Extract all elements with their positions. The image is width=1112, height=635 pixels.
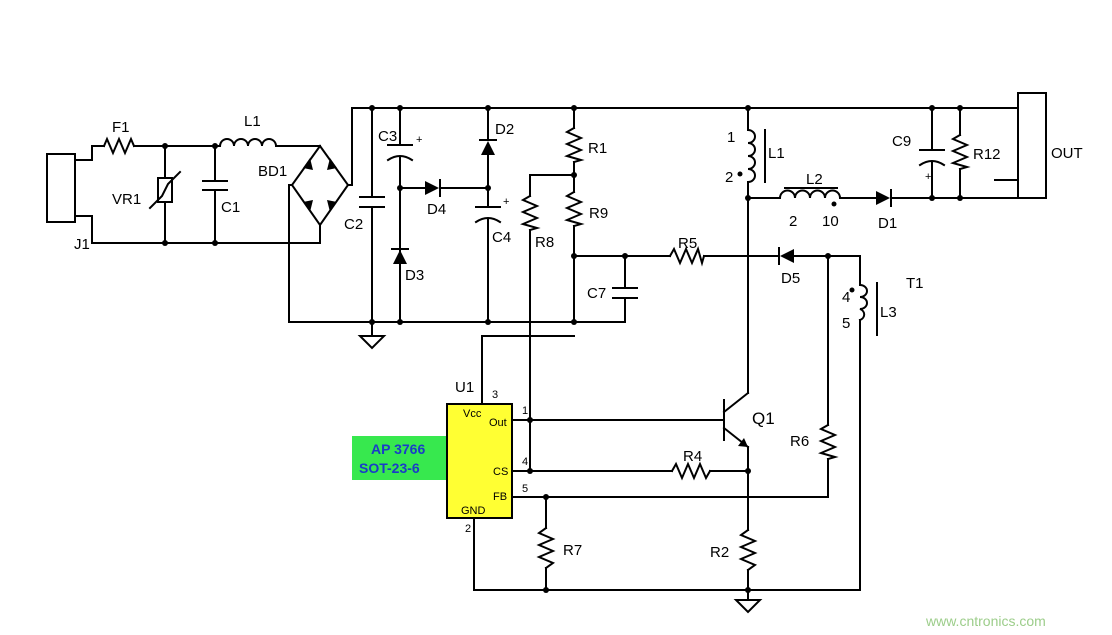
label-r8: R8 xyxy=(535,234,554,251)
label-d1: D1 xyxy=(878,215,897,232)
resistor-r1 xyxy=(564,126,585,164)
label-r1: R1 xyxy=(588,140,607,157)
chip-part-number: AP 3766 xyxy=(371,441,425,457)
chip-package: SOT-23-6 xyxy=(359,460,420,476)
svg-text:3: 3 xyxy=(492,389,498,401)
capacitor-c7 xyxy=(612,287,638,299)
label-q1: Q1 xyxy=(752,409,775,428)
capacitor-c1 xyxy=(202,180,228,191)
svg-text:+: + xyxy=(416,134,422,146)
resistor-r12 xyxy=(950,133,971,171)
label-r5: R5 xyxy=(678,235,697,252)
ic-pin-cs: CS xyxy=(493,466,508,478)
diode-d1 xyxy=(876,189,892,207)
junctions xyxy=(162,105,963,593)
label-t1: T1 xyxy=(906,275,924,292)
label-r7: R7 xyxy=(563,542,582,559)
wires xyxy=(74,92,1047,601)
label-out: OUT xyxy=(1051,145,1083,162)
svg-text:2: 2 xyxy=(725,169,733,186)
svg-text:+: + xyxy=(925,171,931,183)
capacitor-c9: + xyxy=(918,149,946,183)
diode-d5 xyxy=(778,247,794,265)
label-l1-primary: L1 xyxy=(768,145,785,162)
label-c2: C2 xyxy=(344,216,363,233)
resistor-r6 xyxy=(818,423,839,461)
label-r4: R4 xyxy=(683,448,702,465)
transistor-q1 xyxy=(738,438,748,447)
label-c7: C7 xyxy=(587,285,606,302)
transformer-aux-l3 xyxy=(849,282,878,336)
label-vr1: VR1 xyxy=(112,191,141,208)
svg-text:4: 4 xyxy=(522,456,528,468)
svg-text:1: 1 xyxy=(522,405,528,417)
svg-text:1: 1 xyxy=(727,129,735,146)
diode-d2 xyxy=(479,139,497,155)
svg-text:+: + xyxy=(503,196,509,208)
label-l3: L3 xyxy=(880,304,897,321)
component-labels: F1 L1 BD1 VR1 C1 J1 C2 C3 D2 D4 D3 C4 R1… xyxy=(74,113,1083,561)
label-r12: R12 xyxy=(973,146,1001,163)
ground-symbol-top xyxy=(357,335,387,350)
label-u1: U1 xyxy=(455,379,474,396)
label-d3: D3 xyxy=(405,267,424,284)
resistor-r5 xyxy=(668,246,706,267)
label-j1: J1 xyxy=(74,236,90,253)
capacitor-c2 xyxy=(359,196,385,208)
transformer-primary-l1 xyxy=(737,128,766,184)
label-r9: R9 xyxy=(589,205,608,222)
resistor-r2 xyxy=(738,528,758,572)
label-d4: D4 xyxy=(427,201,446,218)
label-c3: C3 xyxy=(378,128,397,145)
inductor-l2 xyxy=(778,187,842,207)
diode-d4 xyxy=(425,179,441,197)
label-f1: F1 xyxy=(112,119,130,136)
ic-pin-fb: FB xyxy=(493,491,507,503)
label-c9: C9 xyxy=(892,133,911,150)
label-d5: D5 xyxy=(781,270,800,287)
label-r2: R2 xyxy=(710,544,729,561)
ic-pin-gnd: GND xyxy=(461,505,486,517)
label-bd1: BD1 xyxy=(258,163,287,180)
resistor-r8 xyxy=(520,194,541,232)
ic-u1: Vcc Out CS FB GND xyxy=(446,403,513,519)
resistor-r9 xyxy=(564,190,585,228)
label-r6: R6 xyxy=(790,433,809,450)
svg-text:2: 2 xyxy=(789,213,797,230)
fuse-f1 xyxy=(102,136,136,156)
watermark-text: www.cntronics.com xyxy=(925,613,1046,629)
resistor-r7 xyxy=(536,526,556,570)
chip-label: AP 3766 SOT-23-6 xyxy=(352,436,446,480)
output-connector xyxy=(1017,92,1047,199)
ic-pin-out: Out xyxy=(489,417,507,429)
label-c1: C1 xyxy=(221,199,240,216)
ground-symbol-bottom xyxy=(733,599,763,614)
svg-text:4: 4 xyxy=(842,289,850,306)
svg-text:2: 2 xyxy=(465,523,471,535)
label-d2: D2 xyxy=(495,121,514,138)
bridge-rectifier-bd1 xyxy=(290,144,350,227)
pin-numbers: 1 2 2 10 4 5 3 1 4 5 2 xyxy=(465,129,850,535)
input-connector-j1 xyxy=(46,153,76,223)
capacitor-c3: + xyxy=(386,134,422,162)
label-l2: L2 xyxy=(806,171,823,188)
label-l1: L1 xyxy=(244,113,261,130)
label-c4: C4 xyxy=(492,229,511,246)
svg-text:5: 5 xyxy=(522,483,528,495)
svg-text:5: 5 xyxy=(842,315,850,332)
ic-pin-vcc: Vcc xyxy=(463,408,482,420)
svg-text:10: 10 xyxy=(822,213,839,230)
diode-d3 xyxy=(391,248,409,264)
varistor-vr1 xyxy=(148,170,182,210)
capacitor-c4: + xyxy=(474,196,509,224)
resistor-r4 xyxy=(670,461,712,481)
inductor-l1-input xyxy=(218,138,281,148)
